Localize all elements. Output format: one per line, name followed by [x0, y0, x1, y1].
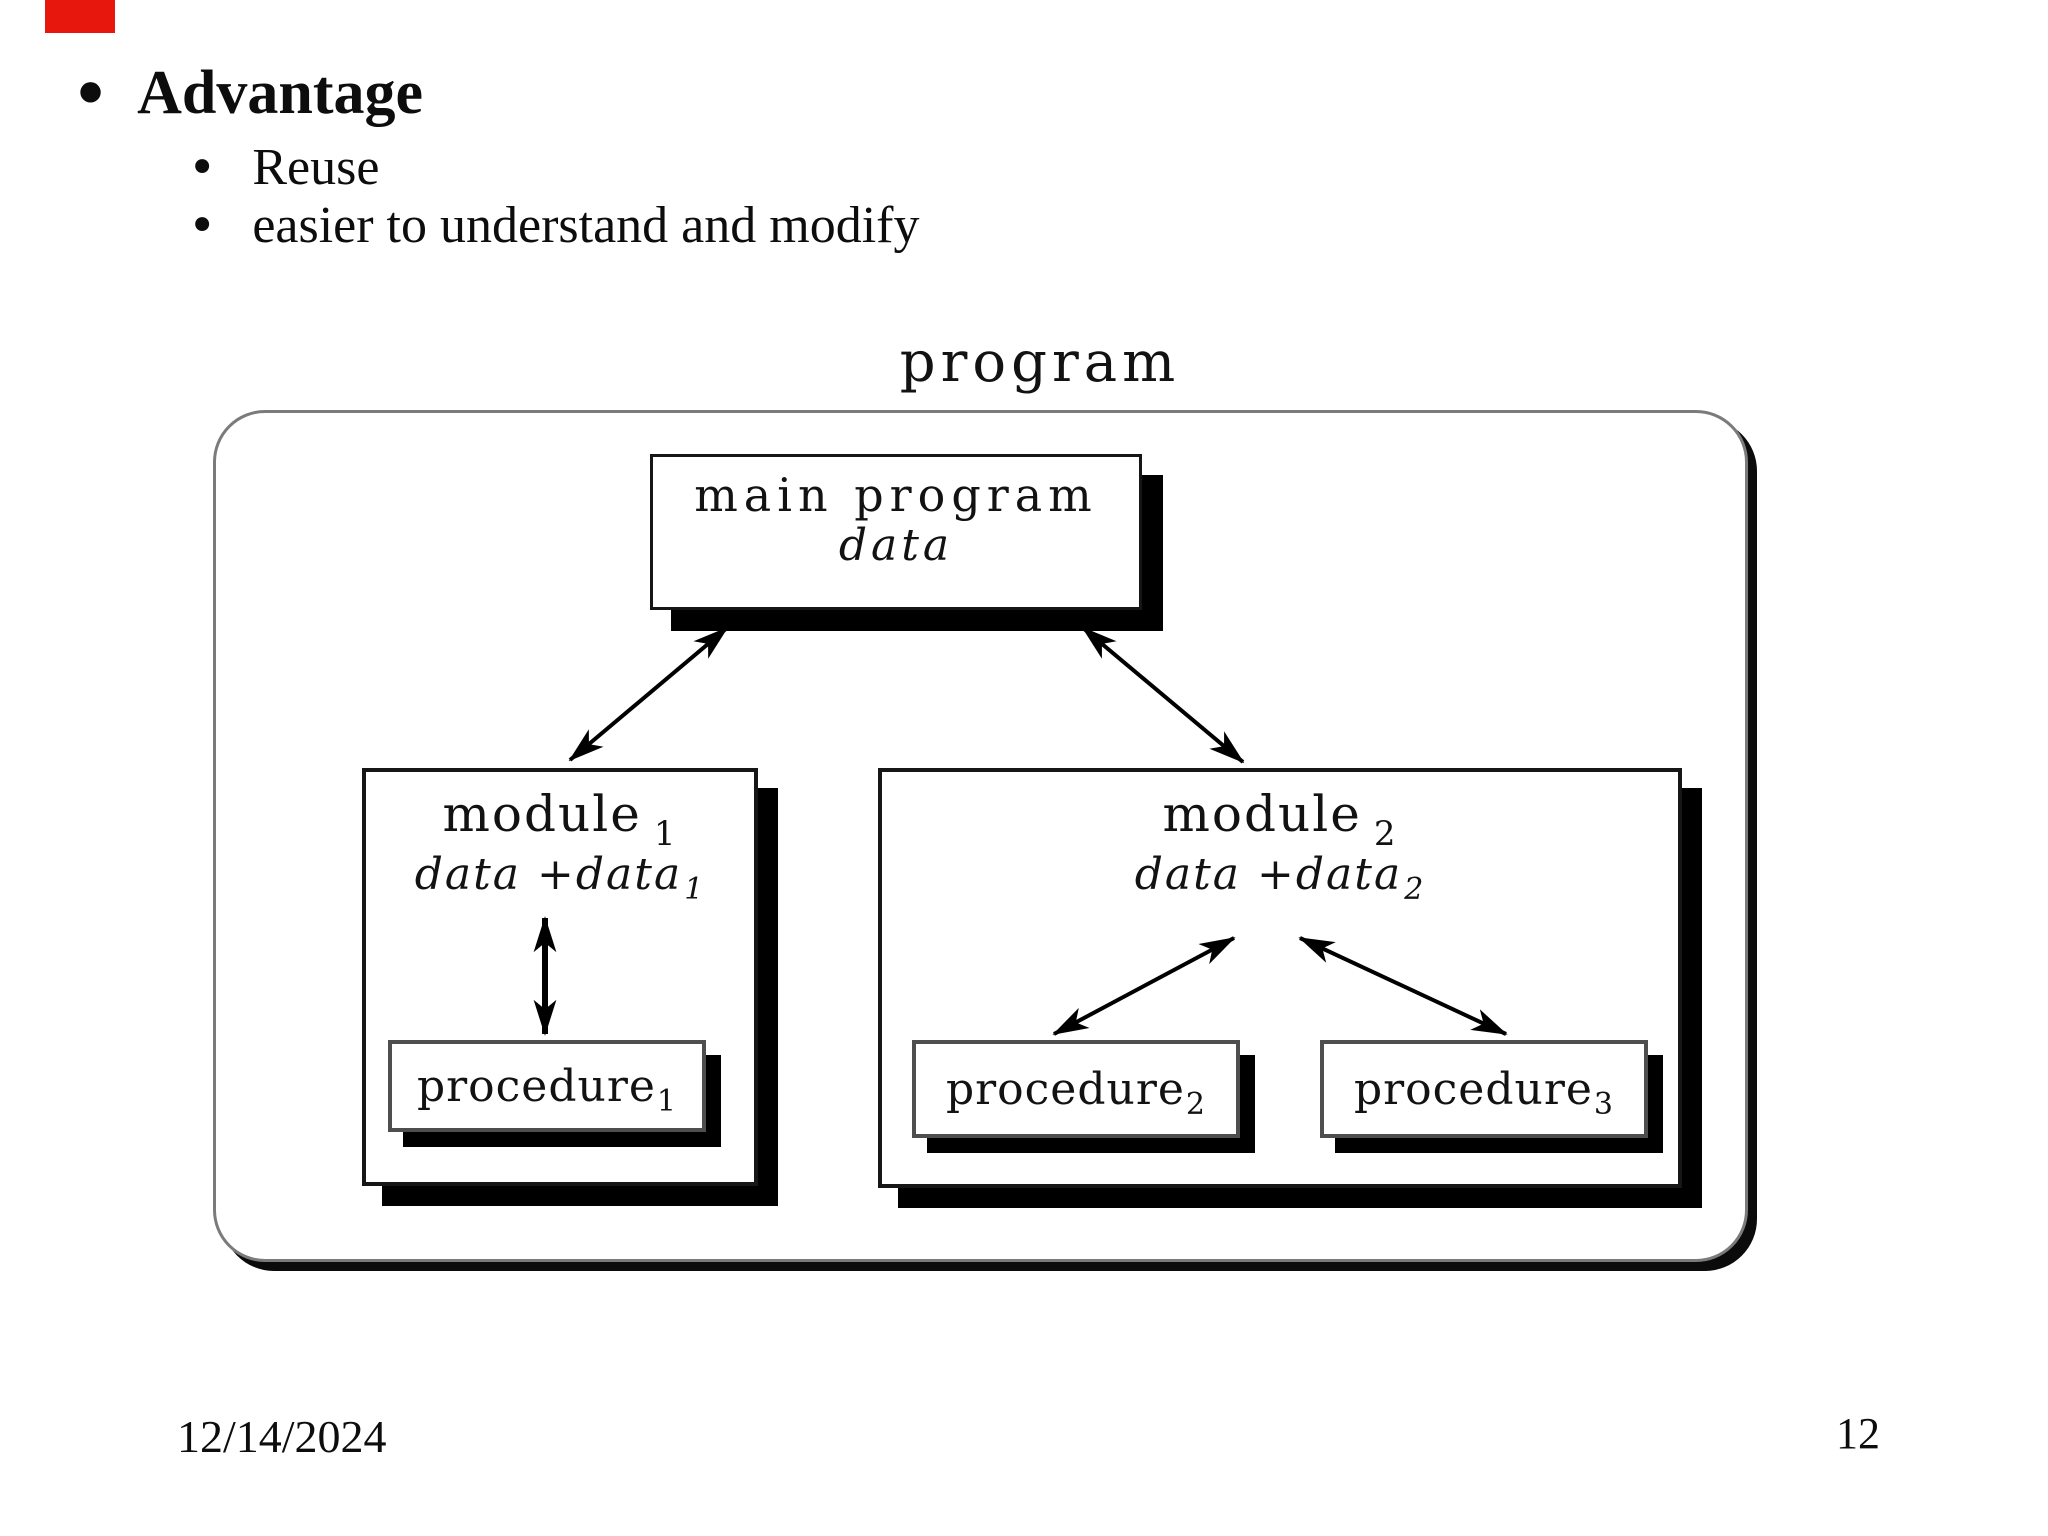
procedure1-label: procedure	[416, 1060, 656, 1112]
red-corner-marker	[45, 0, 115, 33]
bullet-label-advantage: Advantage	[137, 59, 423, 127]
arrow-main-to-module2	[1081, 626, 1245, 764]
procedure2-subscript: 2	[1185, 1086, 1207, 1122]
module2-data-subscript: 2	[1404, 871, 1426, 907]
module1-title: module 1	[366, 785, 754, 852]
module2-name: module	[1162, 785, 1362, 843]
module1-data-line: data +data1	[366, 848, 754, 906]
bullet-label-reuse: Reuse	[252, 139, 380, 196]
module1-data-expr: data +data	[414, 848, 683, 900]
procedure3-subscript: 3	[1593, 1086, 1615, 1122]
bullet-dot: •	[72, 59, 110, 128]
main-program-title: main program	[694, 468, 1098, 522]
module1-data-subscript: 1	[684, 871, 706, 907]
module2-data-expr: data +data	[1134, 848, 1403, 900]
module2-data-line: data +data2	[882, 848, 1678, 906]
bullet-row-advantage: • Advantage	[72, 58, 423, 129]
program-caption: program	[899, 330, 1181, 395]
module2-subscript: 2	[1373, 814, 1398, 854]
bullet-label-easier: easier to understand and modify	[252, 197, 920, 254]
bullet-row-easier: • easier to understand and modify	[188, 196, 919, 255]
procedure3-label: procedure	[1353, 1063, 1593, 1115]
procedure2-label: procedure	[945, 1063, 1185, 1115]
procedure1-subscript: 1	[656, 1083, 678, 1119]
module2-title: module 2	[882, 785, 1678, 852]
bullet-row-reuse: • Reuse	[188, 138, 379, 197]
bullet-dot: •	[188, 139, 217, 196]
footer-date: 12/14/2024	[177, 1411, 387, 1462]
arrow-module2-data-to-procedure3	[1298, 936, 1508, 1036]
arrow-module2-data-to-procedure2	[1052, 936, 1236, 1036]
module1-subscript: 1	[653, 814, 678, 854]
module1-name: module	[442, 785, 642, 843]
main-program-box: main program data	[650, 454, 1142, 610]
main-program-data-label: data	[838, 519, 954, 571]
footer-page-number: 12	[1836, 1409, 1880, 1458]
arrow-main-to-module1	[568, 626, 729, 762]
bullet-dot: •	[188, 197, 217, 254]
